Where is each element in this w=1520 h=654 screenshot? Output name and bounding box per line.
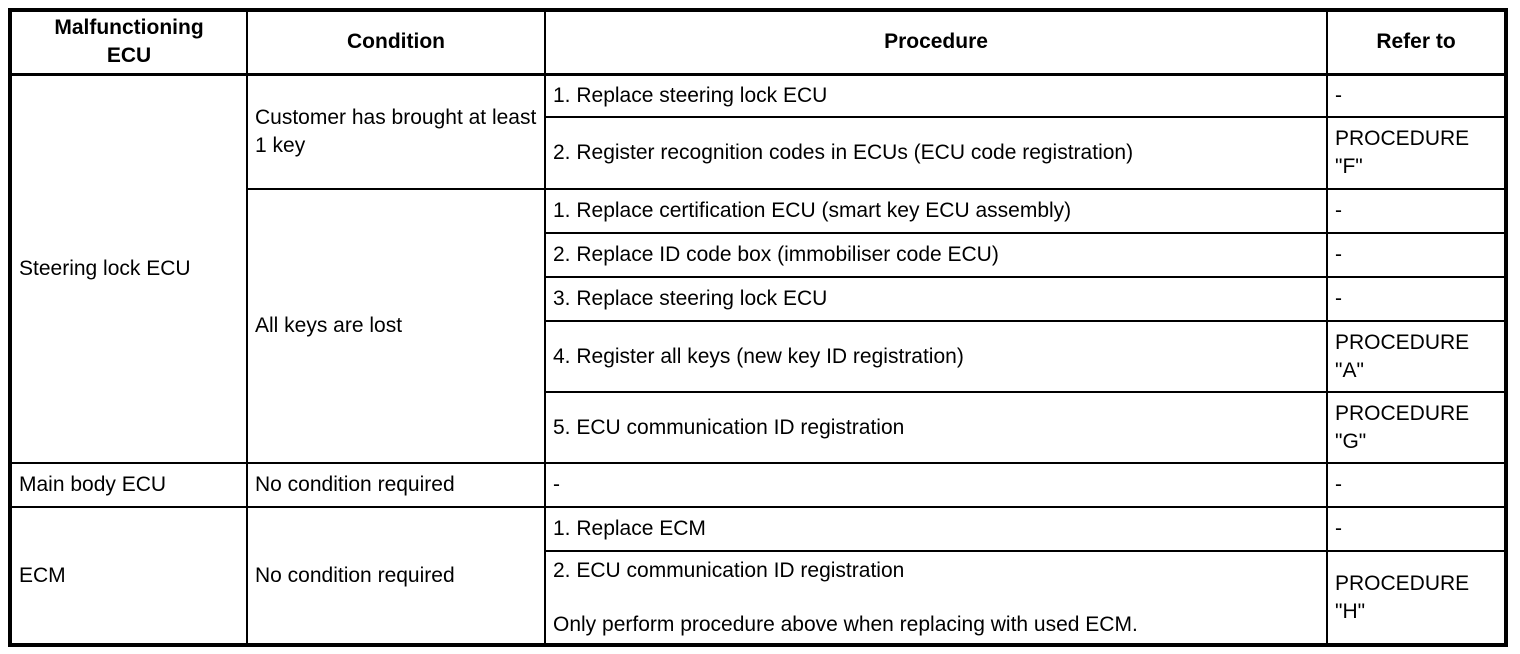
column-header-procedure: Procedure bbox=[544, 9, 1328, 76]
malfunctioning-ecu-procedure-table: Malfunctioning ECU Condition Procedure R… bbox=[8, 8, 1508, 647]
procedure-note: Only perform procedure above when replac… bbox=[553, 612, 1138, 636]
cell-refer-to: PROCEDURE "F" bbox=[1326, 116, 1507, 190]
table-row: ECM No condition required 1. Replace ECM… bbox=[9, 506, 1507, 646]
table-row: 3. Replace steering lock ECU - bbox=[10, 276, 1507, 322]
cell-procedure: 1. Replace steering lock ECU bbox=[544, 73, 1328, 118]
cell-refer-to: - bbox=[1326, 276, 1507, 322]
column-header-refer-to: Refer to bbox=[1326, 9, 1507, 76]
table-row: 2. ECU communication ID registration Onl… bbox=[10, 550, 1507, 646]
cell-refer-to: PROCEDURE "H" bbox=[1326, 550, 1507, 646]
cell-refer-to: - bbox=[1326, 188, 1507, 234]
cell-procedure: 3. Replace steering lock ECU bbox=[544, 276, 1328, 322]
cell-procedure: 5. ECU communication ID registration bbox=[544, 391, 1328, 464]
cell-procedure: 2. ECU communication ID registration Onl… bbox=[544, 550, 1328, 646]
cell-refer-to: - bbox=[1326, 73, 1507, 118]
cell-refer-to: - bbox=[1326, 506, 1507, 552]
table-row: Main body ECU No condition required - - bbox=[9, 462, 1507, 508]
table-row: Steering lock ECU Customer has brought a… bbox=[9, 73, 1507, 464]
table-row: All keys are lost 1. Replace certificati… bbox=[10, 188, 1507, 464]
procedure-text: 2. ECU communication ID registration bbox=[553, 558, 905, 582]
cell-procedure: - bbox=[544, 462, 1328, 508]
cell-procedure: 1. Replace ECM bbox=[544, 506, 1328, 552]
table-row: 4. Register all keys (new key ID registr… bbox=[10, 320, 1507, 393]
cell-ecu-main-body: Main body ECU bbox=[9, 462, 248, 508]
cell-procedure: 4. Register all keys (new key ID registr… bbox=[544, 320, 1328, 393]
cell-refer-to: PROCEDURE "A" bbox=[1326, 320, 1507, 393]
cell-refer-to: PROCEDURE "G" bbox=[1326, 391, 1507, 464]
cell-procedure: 2. Register recognition codes in ECUs (E… bbox=[544, 116, 1328, 190]
cell-ecu-ecm: ECM bbox=[9, 506, 248, 646]
cell-refer-to: - bbox=[1326, 462, 1507, 508]
cell-procedure: 2. Replace ID code box (immobiliser code… bbox=[544, 232, 1328, 278]
table-row: 2. Replace ID code box (immobiliser code… bbox=[10, 232, 1507, 278]
table-row: 5. ECU communication ID registration PRO… bbox=[10, 391, 1507, 464]
cell-procedure: 1. Replace certification ECU (smart key … bbox=[544, 188, 1328, 234]
cell-refer-to: - bbox=[1326, 232, 1507, 278]
cell-condition-none: No condition required bbox=[246, 506, 546, 646]
cell-condition-all-keys-lost: All keys are lost bbox=[246, 188, 546, 464]
cell-condition-none: No condition required bbox=[246, 462, 546, 508]
cell-condition-brought-key: Customer has brought at least 1 key bbox=[246, 73, 546, 190]
cell-ecu-steering-lock: Steering lock ECU bbox=[9, 73, 248, 464]
table-row: 2. Register recognition codes in ECUs (E… bbox=[10, 116, 1507, 190]
column-header-malfunctioning-ecu: Malfunctioning ECU bbox=[9, 9, 248, 76]
header-row: Malfunctioning ECU Condition Procedure R… bbox=[9, 9, 1507, 76]
column-header-condition: Condition bbox=[246, 9, 546, 76]
